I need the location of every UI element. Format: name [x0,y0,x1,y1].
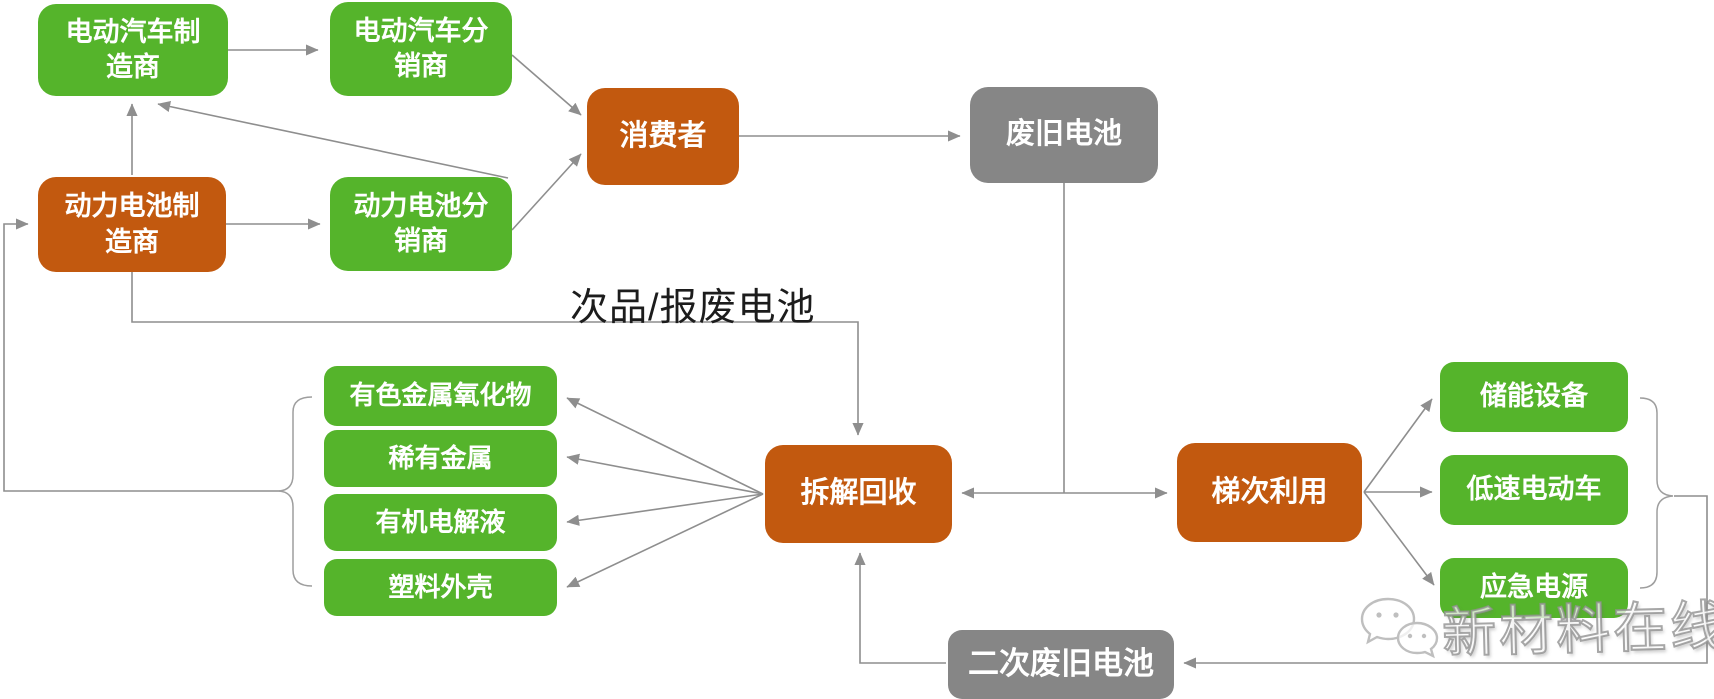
edge-cascade-to-reuse-3 [1363,491,1435,586]
edge-sec-waste-to-dismantle [854,552,946,664]
node-low-speed-ev-label: 低速电动车 [1466,474,1602,505]
node-power-battery-manufacturer-label: 动力电池制造商 [64,191,200,257]
watermark-text: 新材料在线 [1440,595,1714,664]
edge-dismantle-to-material-3 [566,493,764,526]
scrap-battery-edge-label: 次品/报废电池 [570,287,816,329]
reuse-group-brace [1639,397,1674,589]
node-power-battery-distributor-label: 动力电池分销商 [353,190,489,256]
node-cascade-utilization: 梯次利用 [1177,443,1362,542]
edge-scrap-batt-maker-to-dismantle [131,272,864,436]
edge-dismantle-to-material-1 [566,397,764,495]
node-energy-storage-equipment: 储能设备 [1440,362,1628,432]
wechat-icon [1360,597,1439,659]
node-nonferrous-metal-oxides-label: 有色金属氧化物 [349,380,532,411]
node-nonferrous-metal-oxides: 有色金属氧化物 [324,366,557,426]
node-ev-distributor: 电动汽车分销商 [330,2,512,96]
node-waste-battery: 废旧电池 [970,87,1158,183]
node-rare-metals: 稀有金属 [324,430,557,487]
node-consumer: 消费者 [587,88,739,185]
node-waste-battery-label: 废旧电池 [1005,118,1122,151]
node-emergency-power-label: 应急电源 [1480,572,1588,603]
node-emergency-power: 应急电源 [1440,558,1628,618]
node-organic-electrolyte-label: 有机电解液 [375,506,506,537]
node-power-battery-distributor: 动力电池分销商 [330,177,512,271]
edge-dismantle-to-material-2 [566,453,764,495]
edge-ev-dist-to-consumer [511,54,582,116]
edge-dismantle-to-material-4 [566,493,764,588]
edge-cascade-to-reuse-1 [1363,398,1433,493]
node-ev-manufacturer: 电动汽车制造商 [38,4,228,96]
node-plastic-shell: 塑料外壳 [324,559,557,616]
node-secondary-waste-battery-label: 二次废旧电池 [968,646,1154,682]
node-power-battery-manufacturer: 动力电池制造商 [38,177,226,272]
materials-group-brace [278,396,313,587]
node-dismantle-recycle-label: 拆解回收 [800,477,917,510]
edge-batt-dist-to-consumer [511,153,582,231]
node-energy-storage-equipment-label: 储能设备 [1480,381,1588,412]
node-secondary-waste-battery: 二次废旧电池 [948,630,1174,699]
node-rare-metals-label: 稀有金属 [388,442,493,473]
node-dismantle-recycle: 拆解回收 [765,445,952,543]
node-cascade-utilization-label: 梯次利用 [1211,475,1328,508]
node-consumer-label: 消费者 [619,119,707,152]
edge-materials-brace-to-batt-maker [3,218,280,492]
watermark: 新材料在线 [1358,585,1714,665]
node-organic-electrolyte: 有机电解液 [324,494,557,551]
node-plastic-shell-label: 塑料外壳 [388,571,493,602]
edge-batt-dist-to-ev-maker [157,101,509,179]
edge-reuse-brace-to-sec-waste [1183,495,1708,669]
node-ev-distributor-label: 电动汽车分销商 [353,15,489,81]
node-low-speed-ev: 低速电动车 [1440,455,1628,525]
node-ev-manufacturer-label: 电动汽车制造商 [65,16,201,82]
